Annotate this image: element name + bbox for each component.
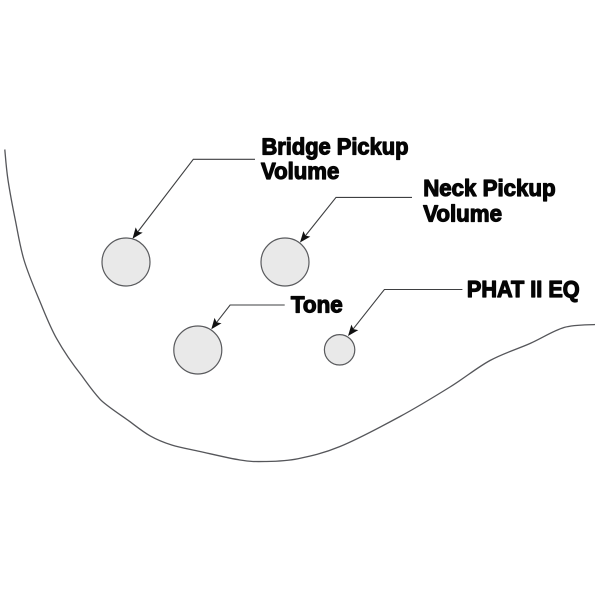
svg-text:Tone: Tone: [291, 292, 343, 317]
svg-text:Volume: Volume: [261, 159, 339, 184]
svg-text:Neck Pickup: Neck Pickup: [423, 176, 555, 201]
svg-text:Volume: Volume: [423, 201, 502, 226]
svg-text:PHAT II EQ: PHAT II EQ: [467, 277, 580, 303]
svg-text:Bridge Pickup: Bridge Pickup: [262, 134, 409, 160]
